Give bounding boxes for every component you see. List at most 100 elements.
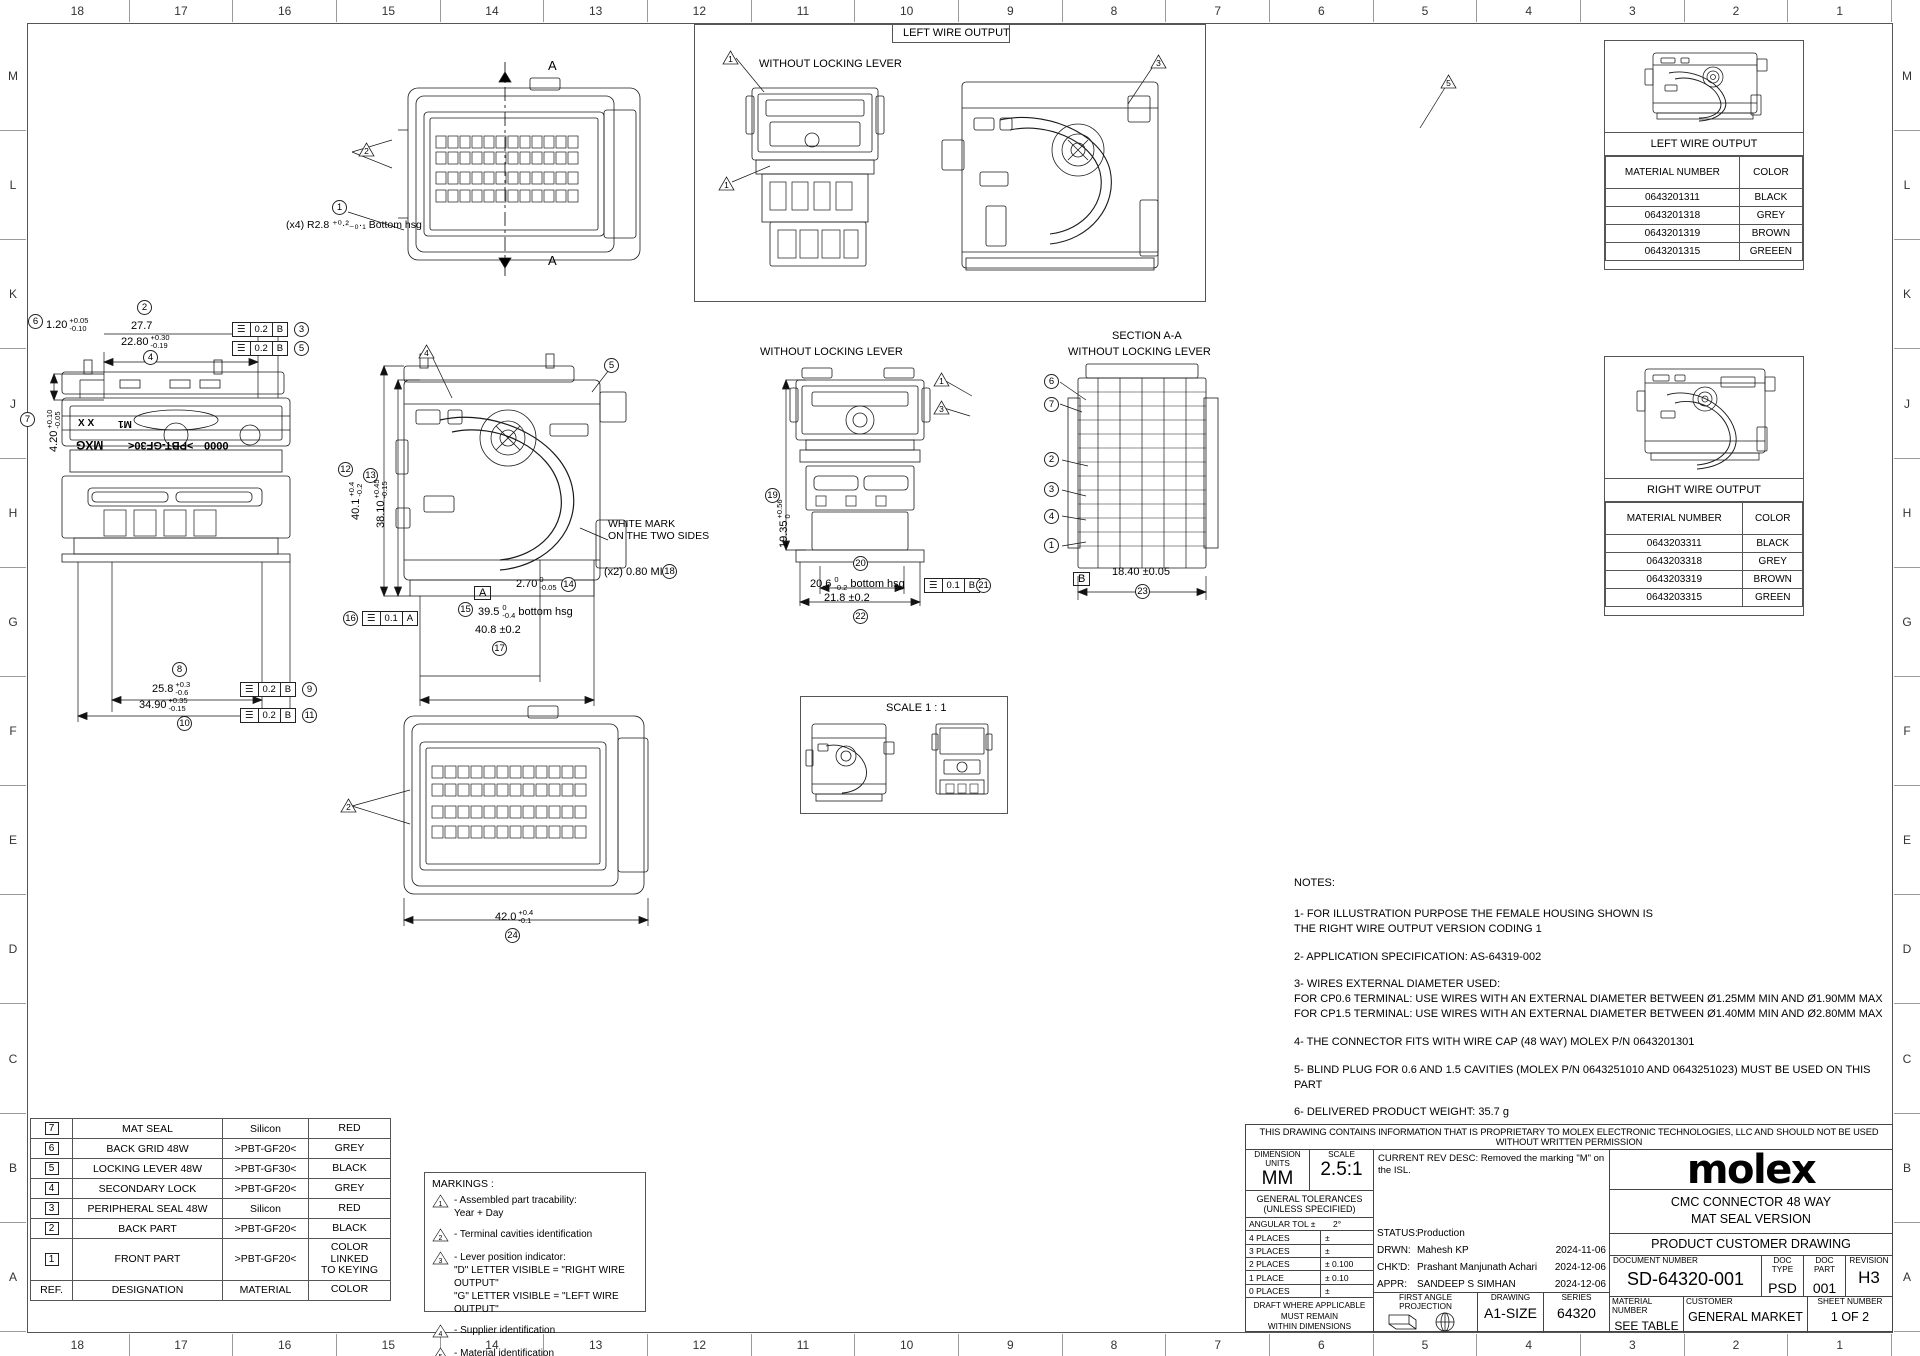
bom-footer-designation: DESIGNATION [72,1279,223,1301]
without-locking-lever-label-1: WITHOUT LOCKING LEVER [759,58,902,70]
series-label: SERIES [1561,1293,1592,1302]
table-row: 0643203311 BLACK [1604,534,1803,553]
table-row: 3 PERIPHERAL SEAL 48W Silicon RED [30,1198,391,1219]
bubble-24: 24 [505,928,520,943]
ruler-tick-15: 15 [337,1334,441,1356]
molex-logo: molex [1686,1146,1817,1193]
without-locking-lever-label-2: WITHOUT LOCKING LEVER [760,346,903,358]
ruler-tick-9: 9 [959,0,1063,22]
bubble-12: 12 [338,462,353,477]
marking-callout-3-top: 3 [1150,54,1167,69]
bubble-18: 18 [662,564,677,579]
lwo-material-0: 0643201311 [1605,188,1740,207]
bom-color-0: RED [308,1118,391,1139]
appr-date: 2024-12-06 [1554,1278,1606,1290]
markings-item-2: 2 - Terminal cavities identification [425,1228,645,1251]
drwn-value: Mahesh KP [1417,1245,1469,1256]
bom-color-4: RED [308,1198,391,1219]
fcf-datum-3: B [276,324,284,335]
svg-text:1: 1 [439,1201,443,1208]
section-aa-label: SECTION A-A [1112,330,1182,342]
svg-text:5: 5 [439,1354,443,1356]
ruler-tick-17: 17 [130,1334,234,1356]
bubble-23: 23 [1135,584,1150,599]
bom-footer-color: COLOR [308,1279,391,1301]
lwo-header-material: MATERIAL NUMBER [1605,156,1740,189]
drawing-value: A1-SIZE [1484,1305,1537,1321]
left-wire-output-thumbnail [1605,41,1803,133]
fcf-flatness-5: ☰ 0.2 B [232,341,289,356]
fcf-symbol-flatness: ☰ [233,323,251,336]
lwo-color-1: GREY [1738,206,1804,225]
current-rev-desc: CURRENT REV DESC: Removed the marking "M… [1378,1153,1605,1177]
ruler-tick-6: 6 [1270,1334,1374,1356]
dim-1-20: 1.20+0.05-0.10 [46,316,89,333]
fcf-datum-16: A [406,613,414,624]
document-kind: PRODUCT CUSTOMER DRAWING [1610,1234,1892,1256]
document-number-label: DOCUMENT NUMBER [1613,1255,1698,1265]
ruler-tick-E: E [1894,786,1920,896]
revision-label: REVISION [1849,1255,1889,1265]
notes-heading: NOTES: [1294,877,1335,889]
fcf-tol-5: 0.2 [251,342,273,355]
fcf-datum-21: B [968,580,976,591]
dim-0-80-min: (x2) 0.80 MIN [604,566,671,578]
ruler-tick-J: J [0,350,26,459]
table-row: 1 FRONT PART >PBT-GF20< COLOR LINKED TO … [30,1238,391,1281]
section-ref-3: 3 [1044,482,1059,497]
bom-color-6: COLOR LINKED TO KEYING [308,1238,391,1281]
fcf-flatness-3: ☰ 0.2 B [232,322,289,337]
bubble-1: 1 [332,200,347,215]
ruler-tick-10: 10 [855,0,959,22]
doc-part-label: DOC PART [1813,1255,1836,1274]
table-row: 6 BACK GRID 48W >PBT-GF20< GREY [30,1138,391,1159]
note-item-3: 3- WIRES EXTERNAL DIAMETER USED: FOR CP0… [1294,978,1883,1021]
table-row: 2 BACK PART >PBT-GF20< BLACK [30,1218,391,1239]
fcf-tol-9: 0.2 [259,683,281,696]
series-value: 64320 [1557,1305,1596,1321]
sheet-number-label: SHEET NUMBER [1817,1296,1883,1306]
bom-designation-6: FRONT PART [72,1238,223,1281]
bom-color-5: BLACK [308,1218,391,1239]
lwo-header-color: COLOR [1738,156,1804,189]
marking-callout-2-top: 2 [358,142,375,157]
ruler-tick-C: C [0,1005,26,1114]
ruler-tick-B: B [0,1114,26,1223]
ruler-tick-H: H [1894,459,1920,568]
dim-40-8: 40.8 ±0.2 [475,624,521,636]
fcf-symbol-flatness-3: ☰ [241,683,259,696]
customer-value: GENERAL MARKET [1688,1309,1803,1324]
markings-title: MARKINGS : [432,1178,494,1190]
bubble-22: 22 [853,609,868,624]
marking-pbt: >PBT-GF30< [128,439,194,451]
rwo-material-1: 0643203318 [1604,552,1744,571]
ruler-tick-M: M [0,22,26,132]
bubble-4: 4 [143,350,158,365]
bom-designation-2: LOCKING LEVER 48W [72,1158,223,1179]
ruler-tick-3: 3 [1581,1334,1685,1356]
ruler-tick-5: 5 [1374,0,1478,22]
dim-40-1: 40.1+0.4-0.2 [347,481,364,520]
svg-text:3: 3 [439,1258,443,1265]
fcf-flatness-11: ☰ 0.2 B [240,708,297,723]
sheet-frame [27,23,1893,1333]
markings-item-3: 3 - Lever position indicator: "D" LETTER… [425,1251,645,1324]
customer-label: CUSTOMER [1686,1296,1733,1306]
dimension-units-label: DIMENSION UNITS [1254,1150,1301,1168]
note-item-5: 5- BLIND PLUG FOR 0.6 AND 1.5 CAVITIES (… [1294,1063,1871,1091]
marking-callout-3-front: 3 [933,400,950,415]
fcf-flatness-21: ☰ 0.1 B [924,578,981,593]
bom-ref-5: 2 [30,1218,73,1239]
first-angle-projection-icon [1374,1311,1477,1338]
tolerance-value-0: 2° [1333,1219,1342,1230]
doc-type-label: DOC TYPE [1771,1255,1794,1274]
bubble-3: 3 [294,322,309,337]
ruler-tick-6: 6 [1270,0,1374,22]
ruler-tick-2: 2 [1685,0,1789,22]
marking-callout-2-bottom: 2 [340,798,357,813]
markings-item-4: 4 - Supplier identification [425,1324,645,1347]
